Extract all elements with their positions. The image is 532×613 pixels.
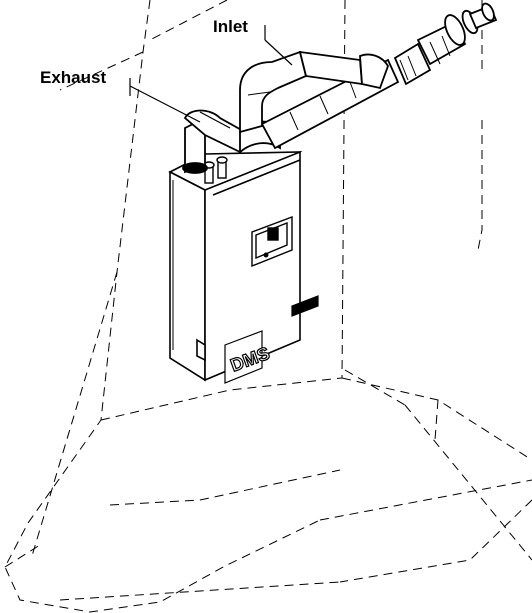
- inlet-label: Inlet: [213, 17, 248, 36]
- pipe-ribs: [247, 35, 451, 131]
- top-connectors: [203, 156, 228, 184]
- exhaust-label: Exhaust: [40, 68, 107, 87]
- unit-badge: [224, 295, 319, 384]
- control-panel: [251, 215, 293, 268]
- callout-leaders: [129, 25, 293, 123]
- wall-outline: [4, 0, 532, 613]
- exhaust-pipe: [182, 109, 281, 174]
- vent-pipes: [239, 2, 498, 150]
